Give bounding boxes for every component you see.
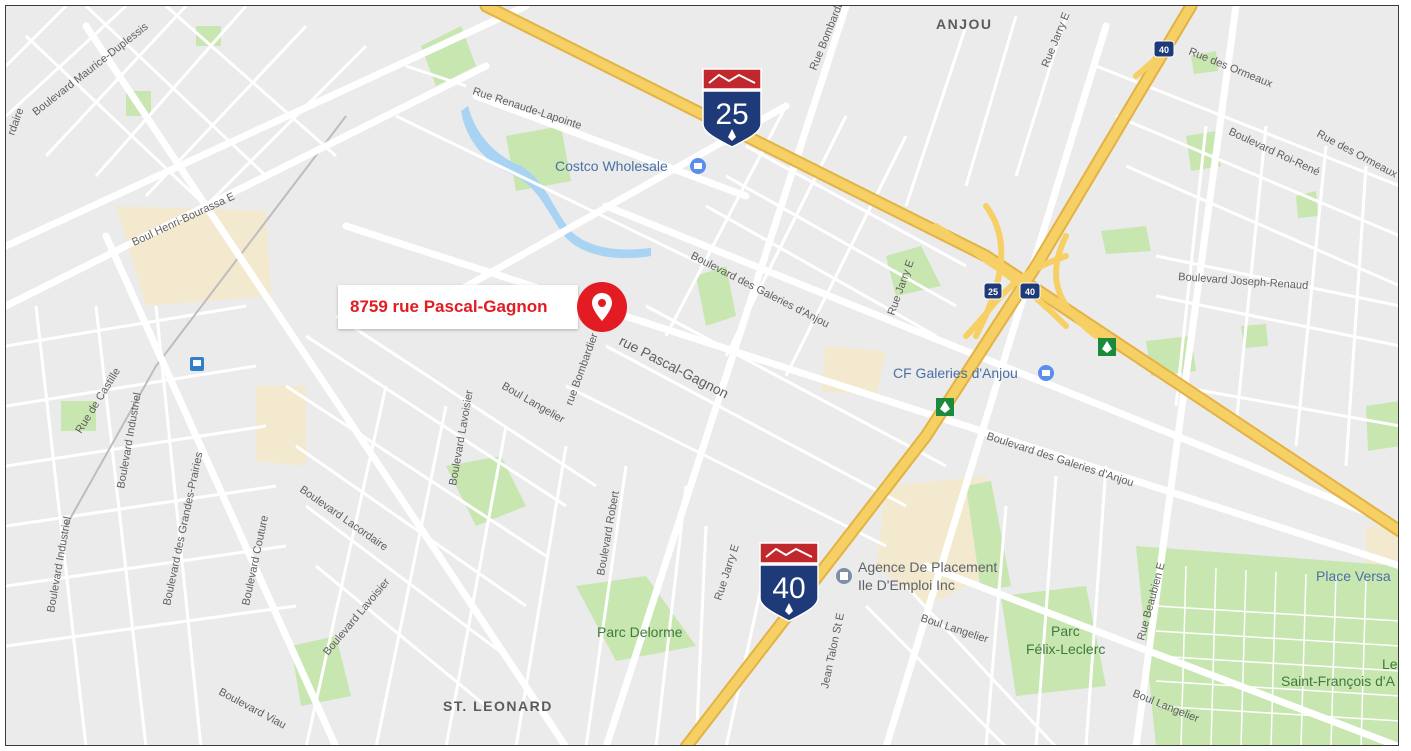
commercial-zones bbox=[116, 206, 1398, 616]
metro-icon[interactable] bbox=[190, 357, 204, 371]
map-pin-icon[interactable] bbox=[577, 282, 627, 332]
map-view[interactable]: ANJOU ST. LEONARD Boulevard Maurice-Dupl… bbox=[5, 5, 1399, 746]
area-label-st-leonard: ST. LEONARD bbox=[443, 698, 553, 714]
cemetery-paths bbox=[1155, 565, 1398, 745]
svg-text:40: 40 bbox=[1159, 45, 1169, 55]
poi-label-place-versa[interactable]: Place Versa bbox=[1316, 568, 1391, 584]
poi-agence[interactable]: Agence De Placement Ile D'Emploi Inc bbox=[836, 559, 997, 593]
arterial-roads bbox=[6, 6, 1398, 745]
address-label: 8759 rue Pascal-Gagnon bbox=[350, 297, 548, 316]
park-label-felix-line1: Parc bbox=[1051, 623, 1080, 639]
shopping-bag-icon bbox=[1038, 365, 1054, 381]
poi-label-saint-francois-line2: Saint-François d'A bbox=[1281, 673, 1396, 689]
poi-label-galeries: CF Galeries d'Anjou bbox=[893, 365, 1018, 381]
poi-label-agence-line1: Agence De Placement bbox=[858, 559, 997, 575]
small-route-shield-25: 25 bbox=[983, 282, 1003, 300]
poi-galeries[interactable]: CF Galeries d'Anjou bbox=[893, 365, 1054, 381]
shopping-bag-icon bbox=[690, 158, 706, 174]
route-shield-40[interactable]: 40 bbox=[759, 542, 819, 622]
trans-canada-icon bbox=[936, 398, 954, 416]
poi-label-agence-line2: Ile D'Emploi Inc bbox=[858, 577, 955, 593]
building-icon bbox=[836, 568, 852, 584]
park-label-felix-line2: Félix-Leclerc bbox=[1026, 641, 1105, 657]
small-route-shield-40-north: 40 bbox=[1153, 40, 1175, 58]
map-canvas[interactable]: ANJOU ST. LEONARD Boulevard Maurice-Dupl… bbox=[6, 6, 1399, 746]
trans-canada-icon bbox=[1098, 338, 1116, 356]
route-shield-40-number: 40 bbox=[772, 572, 805, 605]
minor-streets bbox=[6, 6, 1398, 745]
svg-text:25: 25 bbox=[988, 287, 998, 297]
route-shield-25-number: 25 bbox=[715, 98, 748, 131]
route-shield-25[interactable]: 25 bbox=[702, 68, 762, 148]
map-pin-glyph bbox=[592, 293, 612, 321]
park-label-delorme: Parc Delorme bbox=[597, 624, 683, 640]
address-callout[interactable]: 8759 rue Pascal-Gagnon bbox=[338, 285, 578, 329]
rail-line bbox=[65, 115, 347, 527]
poi-costco[interactable]: Costco Wholesale bbox=[555, 158, 706, 174]
poi-label-costco: Costco Wholesale bbox=[555, 158, 668, 174]
poi-label-saint-francois-line1: Le bbox=[1382, 656, 1398, 672]
small-route-shield-40: 40 bbox=[1019, 282, 1041, 300]
svg-text:40: 40 bbox=[1025, 287, 1035, 297]
area-label-anjou: ANJOU bbox=[936, 16, 993, 32]
